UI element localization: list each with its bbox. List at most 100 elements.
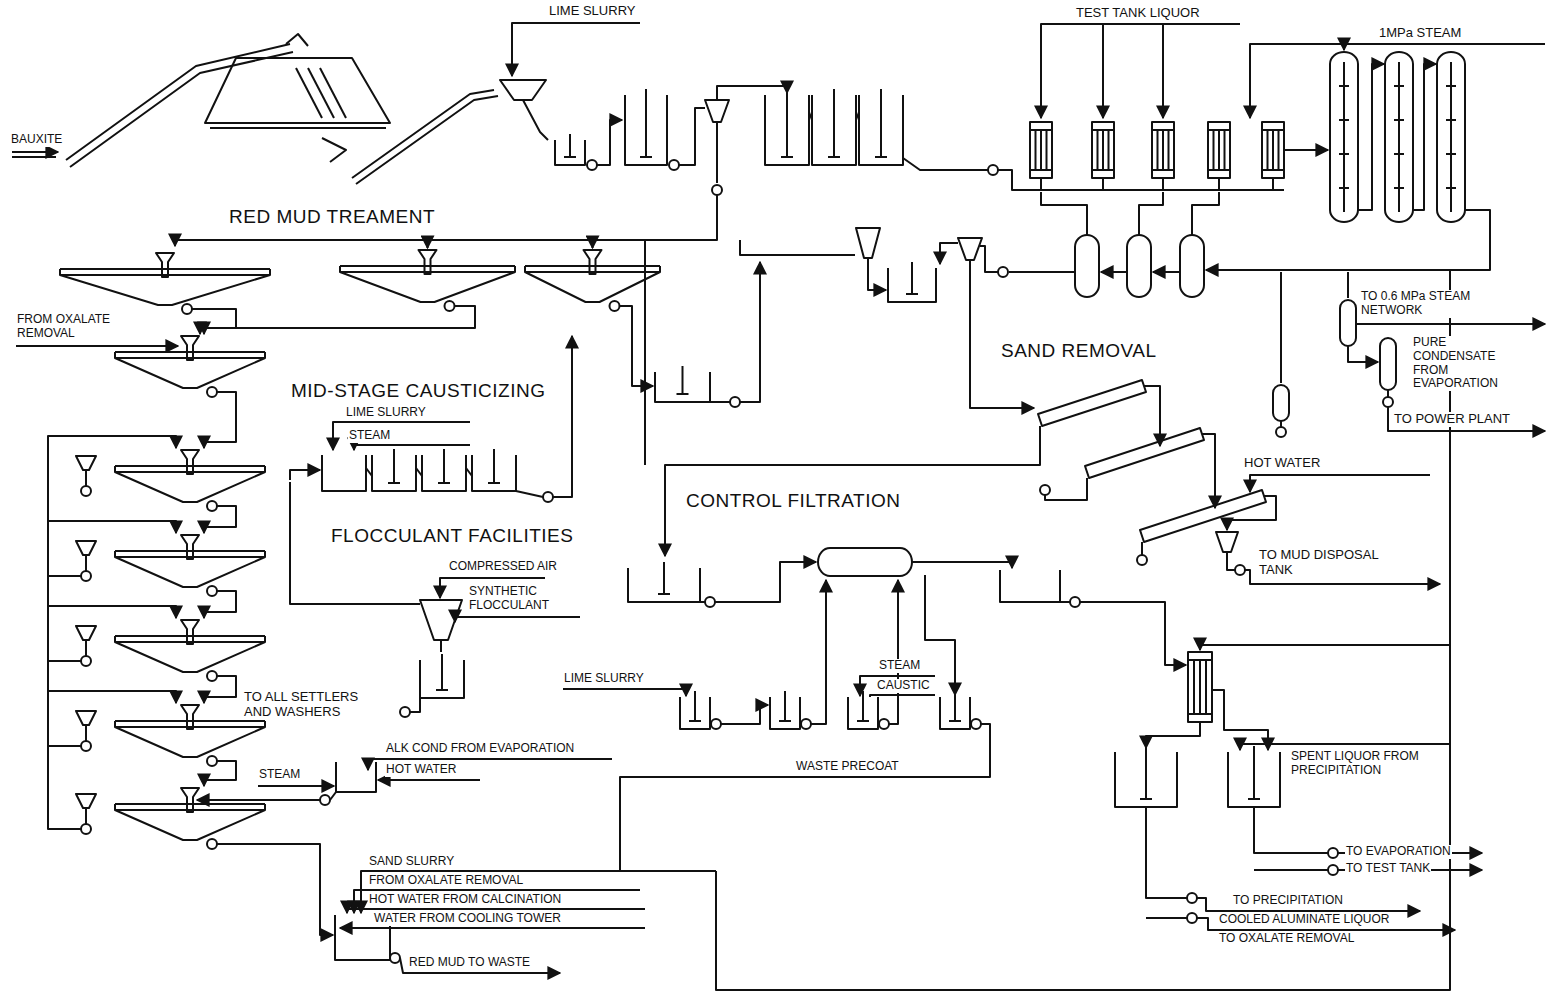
stream-label: STEAM <box>878 659 921 673</box>
thickener <box>115 642 265 672</box>
pipe-line <box>1102 24 1104 118</box>
thickener-rim <box>659 266 661 272</box>
conveyor <box>356 96 498 184</box>
pipe-line <box>1387 390 1389 397</box>
pipe-line <box>1009 271 1075 273</box>
agitator <box>786 89 788 157</box>
heat-exchanger <box>1152 122 1174 178</box>
agitator <box>857 720 869 722</box>
thickener <box>60 275 270 305</box>
stream-label: FROM OXALATE REMOVAL <box>368 874 524 888</box>
pipe-line <box>998 170 1284 190</box>
section-heading: SAND REMOVAL <box>1000 340 1158 362</box>
pipe-line <box>1206 210 1490 270</box>
vessel-internal <box>1394 85 1404 87</box>
stream-label: TO EVAPORATION <box>1345 845 1452 859</box>
pipe-line <box>440 640 442 652</box>
mixing-funnel <box>76 626 96 640</box>
vessel-internal <box>1339 85 1349 87</box>
pipe-line <box>1139 192 1163 235</box>
pipe-line <box>378 779 480 781</box>
stream-label: WATER FROM COOLING TOWER <box>373 912 562 926</box>
pipe-line <box>175 195 717 246</box>
stream-label: TO TEST TANK <box>1345 862 1431 876</box>
agitator <box>1253 746 1255 799</box>
pipe-line <box>354 445 470 450</box>
heat-exchanger <box>1213 130 1215 170</box>
pump <box>81 571 91 581</box>
thickener-rim <box>114 352 116 358</box>
pipe-line <box>1144 386 1160 446</box>
stream-label: HOT WATER <box>1243 456 1321 471</box>
heat-exchanger <box>1108 130 1110 170</box>
pipe-line <box>1101 271 1127 273</box>
thickener-rim <box>264 466 266 472</box>
heat-exchanger <box>1035 130 1037 170</box>
stream-label: RED MUD TO WASTE <box>408 956 531 970</box>
stream-label: SAND SLURRY <box>368 855 455 869</box>
stream-label: HOT WATER FROM CALCINATION <box>368 893 562 907</box>
sand-classifier <box>1038 380 1146 426</box>
agitator <box>658 593 670 595</box>
pipe-line <box>48 436 176 576</box>
pipe-line <box>1141 542 1143 555</box>
pump <box>730 397 740 407</box>
heat-exchanger <box>1224 130 1226 170</box>
feedwell <box>584 250 602 274</box>
stockpile-floor <box>210 127 386 129</box>
conveyor <box>70 52 293 167</box>
pipe-line <box>1080 602 1186 665</box>
thickener <box>115 358 265 388</box>
thickener-rim <box>339 266 341 272</box>
heat-exchanger <box>1208 122 1230 178</box>
pipe-line <box>1162 24 1164 118</box>
pipe-line <box>48 521 176 661</box>
stream-label: TO OXALATE REMOVAL <box>1218 932 1355 946</box>
mud-funnel <box>1216 532 1238 552</box>
pipe-line <box>1254 869 1328 871</box>
agitator <box>564 156 576 158</box>
tank <box>1000 570 1060 602</box>
pipe-line <box>868 258 886 290</box>
vessel-internal <box>1339 187 1349 189</box>
agitator <box>784 691 786 721</box>
thickener-rim <box>115 351 265 353</box>
thickener-rim <box>524 266 526 272</box>
vessel-internal <box>1339 153 1349 155</box>
reclaimer <box>322 138 346 162</box>
heat-exchanger <box>1168 130 1170 170</box>
pipe-line <box>1146 807 1187 898</box>
pump <box>207 387 217 397</box>
pipe-line <box>912 562 1012 568</box>
pipe-line <box>200 306 475 334</box>
pump <box>1137 555 1147 565</box>
thickener <box>525 272 660 302</box>
stream-label: TO 0.6 MPa STEAM NETWORK <box>1360 290 1502 318</box>
pipe-line <box>85 808 87 824</box>
pipe-line <box>870 695 935 697</box>
pipe-line <box>204 591 236 618</box>
agitator <box>828 156 840 158</box>
vessel-internal <box>1446 85 1456 87</box>
agitator <box>1145 746 1147 799</box>
thickener-rim <box>115 550 265 552</box>
pipe-line <box>1280 421 1282 427</box>
pump <box>207 586 217 596</box>
pump <box>669 160 679 170</box>
stream-label: ALK COND FROM EVAPORATION <box>385 742 575 756</box>
pipe-line <box>665 426 1040 556</box>
pipe-line <box>1102 178 1104 190</box>
pump <box>81 741 91 751</box>
feedwell <box>181 620 199 644</box>
thickener <box>115 472 265 502</box>
pipe-line <box>721 705 768 724</box>
heat-exchanger <box>1188 652 1212 722</box>
pipe-line <box>1041 192 1087 235</box>
pipe-line <box>1212 690 1268 750</box>
pump <box>1383 397 1393 407</box>
mill-hopper <box>500 80 546 100</box>
stockpile-building <box>205 58 390 123</box>
pump <box>879 719 889 729</box>
agitator <box>436 689 448 691</box>
pump <box>207 839 217 849</box>
